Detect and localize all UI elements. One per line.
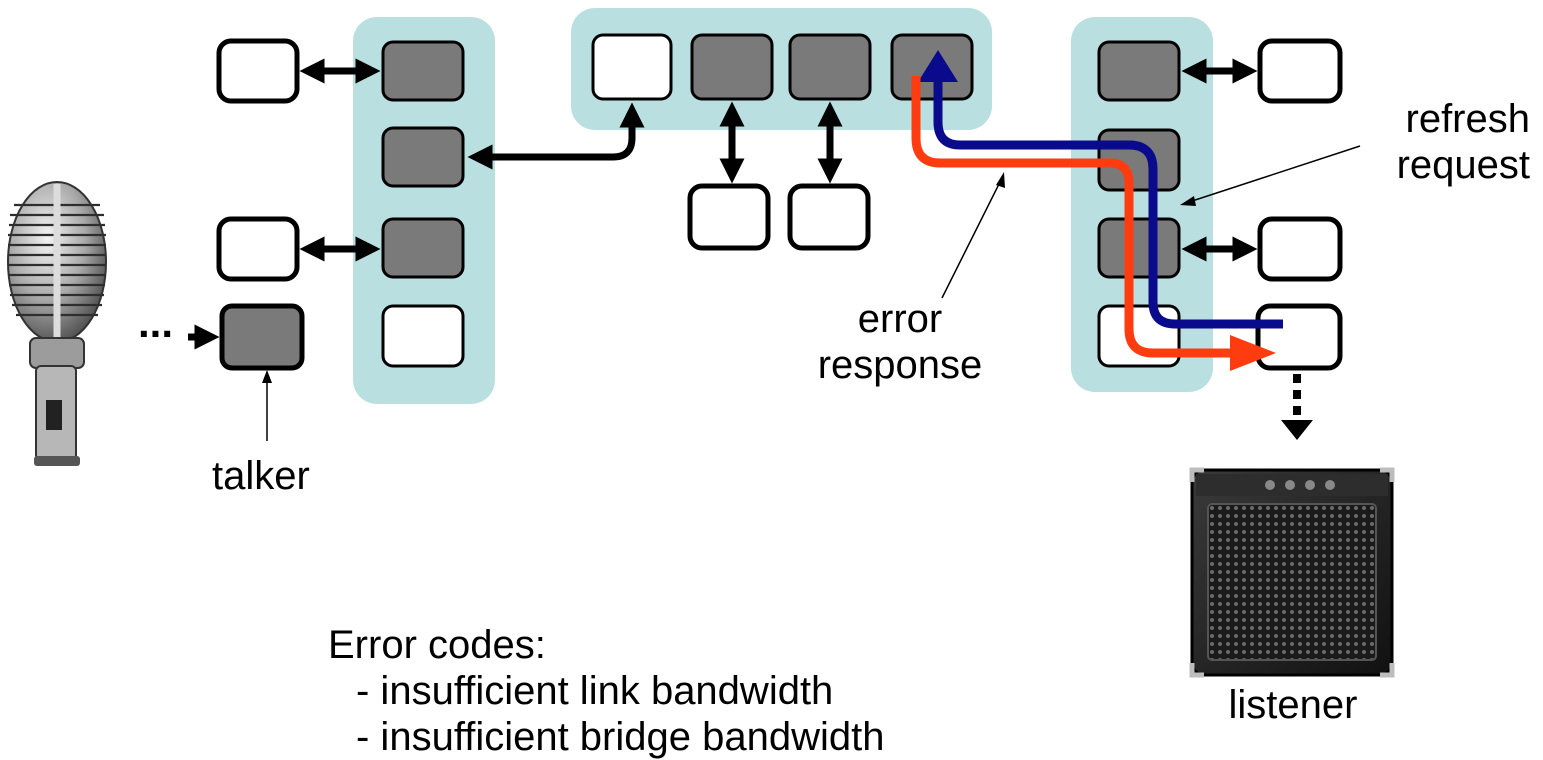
port [1097, 217, 1181, 279]
error-label-line2: response [817, 343, 983, 387]
talker-port [219, 303, 305, 371]
network-diagram [7, 8, 1395, 678]
error-code-item: - insufficient bridge bandwidth [356, 715, 885, 759]
end-station [687, 183, 771, 251]
refresh-pointer-head [1180, 196, 1196, 206]
talker-pointer-head [262, 370, 272, 383]
bridge-right [1071, 17, 1213, 392]
speaker-amplifier-icon [1189, 467, 1395, 678]
port [381, 217, 465, 279]
talker-label: talker [212, 454, 310, 498]
error-response-arrowhead [1230, 335, 1276, 371]
end-station [1257, 38, 1343, 104]
refresh-request-arrowhead [918, 50, 958, 82]
error-pointer [941, 181, 1001, 299]
port [1097, 40, 1181, 102]
listener-output-arrowhead [1281, 420, 1313, 440]
port [788, 33, 872, 101]
refresh-pointer [1185, 145, 1361, 204]
end-station [216, 38, 300, 104]
listener-port [1255, 303, 1343, 371]
error-codes-block: Error codes: - insufficient link bandwid… [328, 622, 884, 760]
port [381, 304, 465, 368]
error-code-item: - insufficient link bandwidth [356, 669, 834, 713]
error-pointer-head [996, 172, 1005, 188]
error-codes-heading: Error codes: [328, 623, 546, 667]
microphone-icon [7, 181, 107, 466]
port [591, 33, 673, 101]
listener-label: listener [1228, 683, 1358, 727]
error-response-label: error response [800, 296, 1000, 388]
end-station [216, 216, 300, 282]
end-station [1257, 216, 1343, 282]
refresh-label-line2: request [1396, 143, 1530, 187]
end-station [787, 183, 871, 251]
port [690, 33, 774, 101]
ellipsis-label: ... [138, 299, 174, 346]
refresh-request-path [933, 78, 1283, 329]
port [381, 40, 465, 102]
bridge-top [571, 8, 992, 130]
refresh-request-label: refresh request [1340, 96, 1530, 188]
port [381, 126, 465, 188]
error-response-path [911, 76, 1240, 358]
inter-bridge-link [467, 102, 645, 170]
refresh-label-line1: refresh [1405, 97, 1531, 141]
error-label-line1: error [857, 297, 943, 341]
